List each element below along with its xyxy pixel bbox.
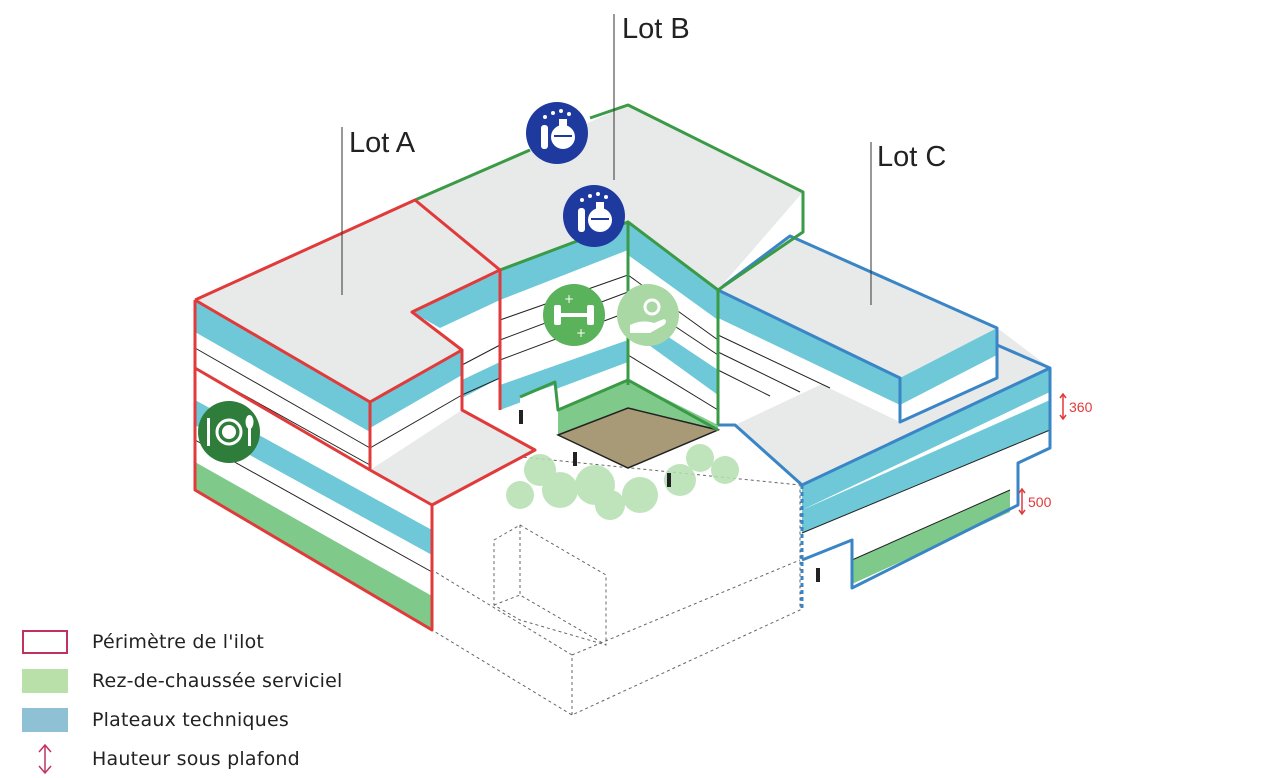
lot-c-upper-technical [718,290,900,405]
lot-a-lower-roof [370,410,535,505]
legend: Périmètre de l'ilot Rez-de-chaussée serv… [22,622,442,778]
courtyard-trees [506,444,739,520]
dimension-500 [1018,487,1026,516]
lot-b-ground-service-left [520,385,558,430]
lot-a-roof [195,200,500,402]
lot-a-ground-service [195,462,432,630]
laboratory-flask-icon [526,102,588,164]
lot-a-label-group: Lot A [341,127,416,295]
lot-c-ground-service [852,490,1010,584]
dimension-360 [1059,392,1067,421]
dimension-500-label: 500 [1028,494,1052,510]
lot-c-upper-side-technical [900,328,997,405]
lot-c-label-group: Lot C [870,141,946,305]
double-arrow-icon [22,742,68,776]
lot-b-right-technical [628,222,718,320]
lot-c-technical-floor-mid [802,400,1050,533]
svg-text:+: + [564,292,574,306]
lot-a-technical-floor-top [195,300,370,432]
lot-c-technical-floor-lower [802,368,1050,510]
lot-b-label: Lot B [622,13,690,45]
people [519,410,820,582]
lot-a-building [193,198,537,632]
lot-c-building [716,234,1052,610]
legend-label-ceiling-height: Hauteur sous plafond [92,747,300,770]
lot-b-ground-service [558,380,628,435]
plate-cutlery-icon [198,401,260,463]
legend-label-ground-service: Rez-de-chaussée serviciel [92,669,343,692]
svg-text:+: + [576,326,586,340]
outline-swatch [22,629,68,654]
dumbbell-icon: + + [543,284,605,346]
legend-label-perimeter: Périmètre de l'ilot [92,630,265,653]
lot-c-upper-roof [718,236,997,378]
lot-b-label-group: Lot B [613,13,690,180]
legend-item-ground-service: Rez-de-chaussée serviciel [22,661,442,700]
laboratory-flask-icon [563,185,625,247]
legend-item-perimeter: Périmètre de l'ilot [22,622,442,661]
dimension-360-label: 360 [1069,399,1093,415]
blue-swatch [22,707,68,732]
hand-gear-icon [617,284,679,346]
lot-c-label: Lot C [877,141,946,173]
green-swatch [22,668,68,693]
legend-item-technical: Plateaux techniques [22,700,442,739]
lot-a-label: Lot A [349,127,416,159]
legend-label-technical: Plateaux techniques [92,708,289,731]
legend-item-ceiling-height: Hauteur sous plafond [22,739,442,778]
